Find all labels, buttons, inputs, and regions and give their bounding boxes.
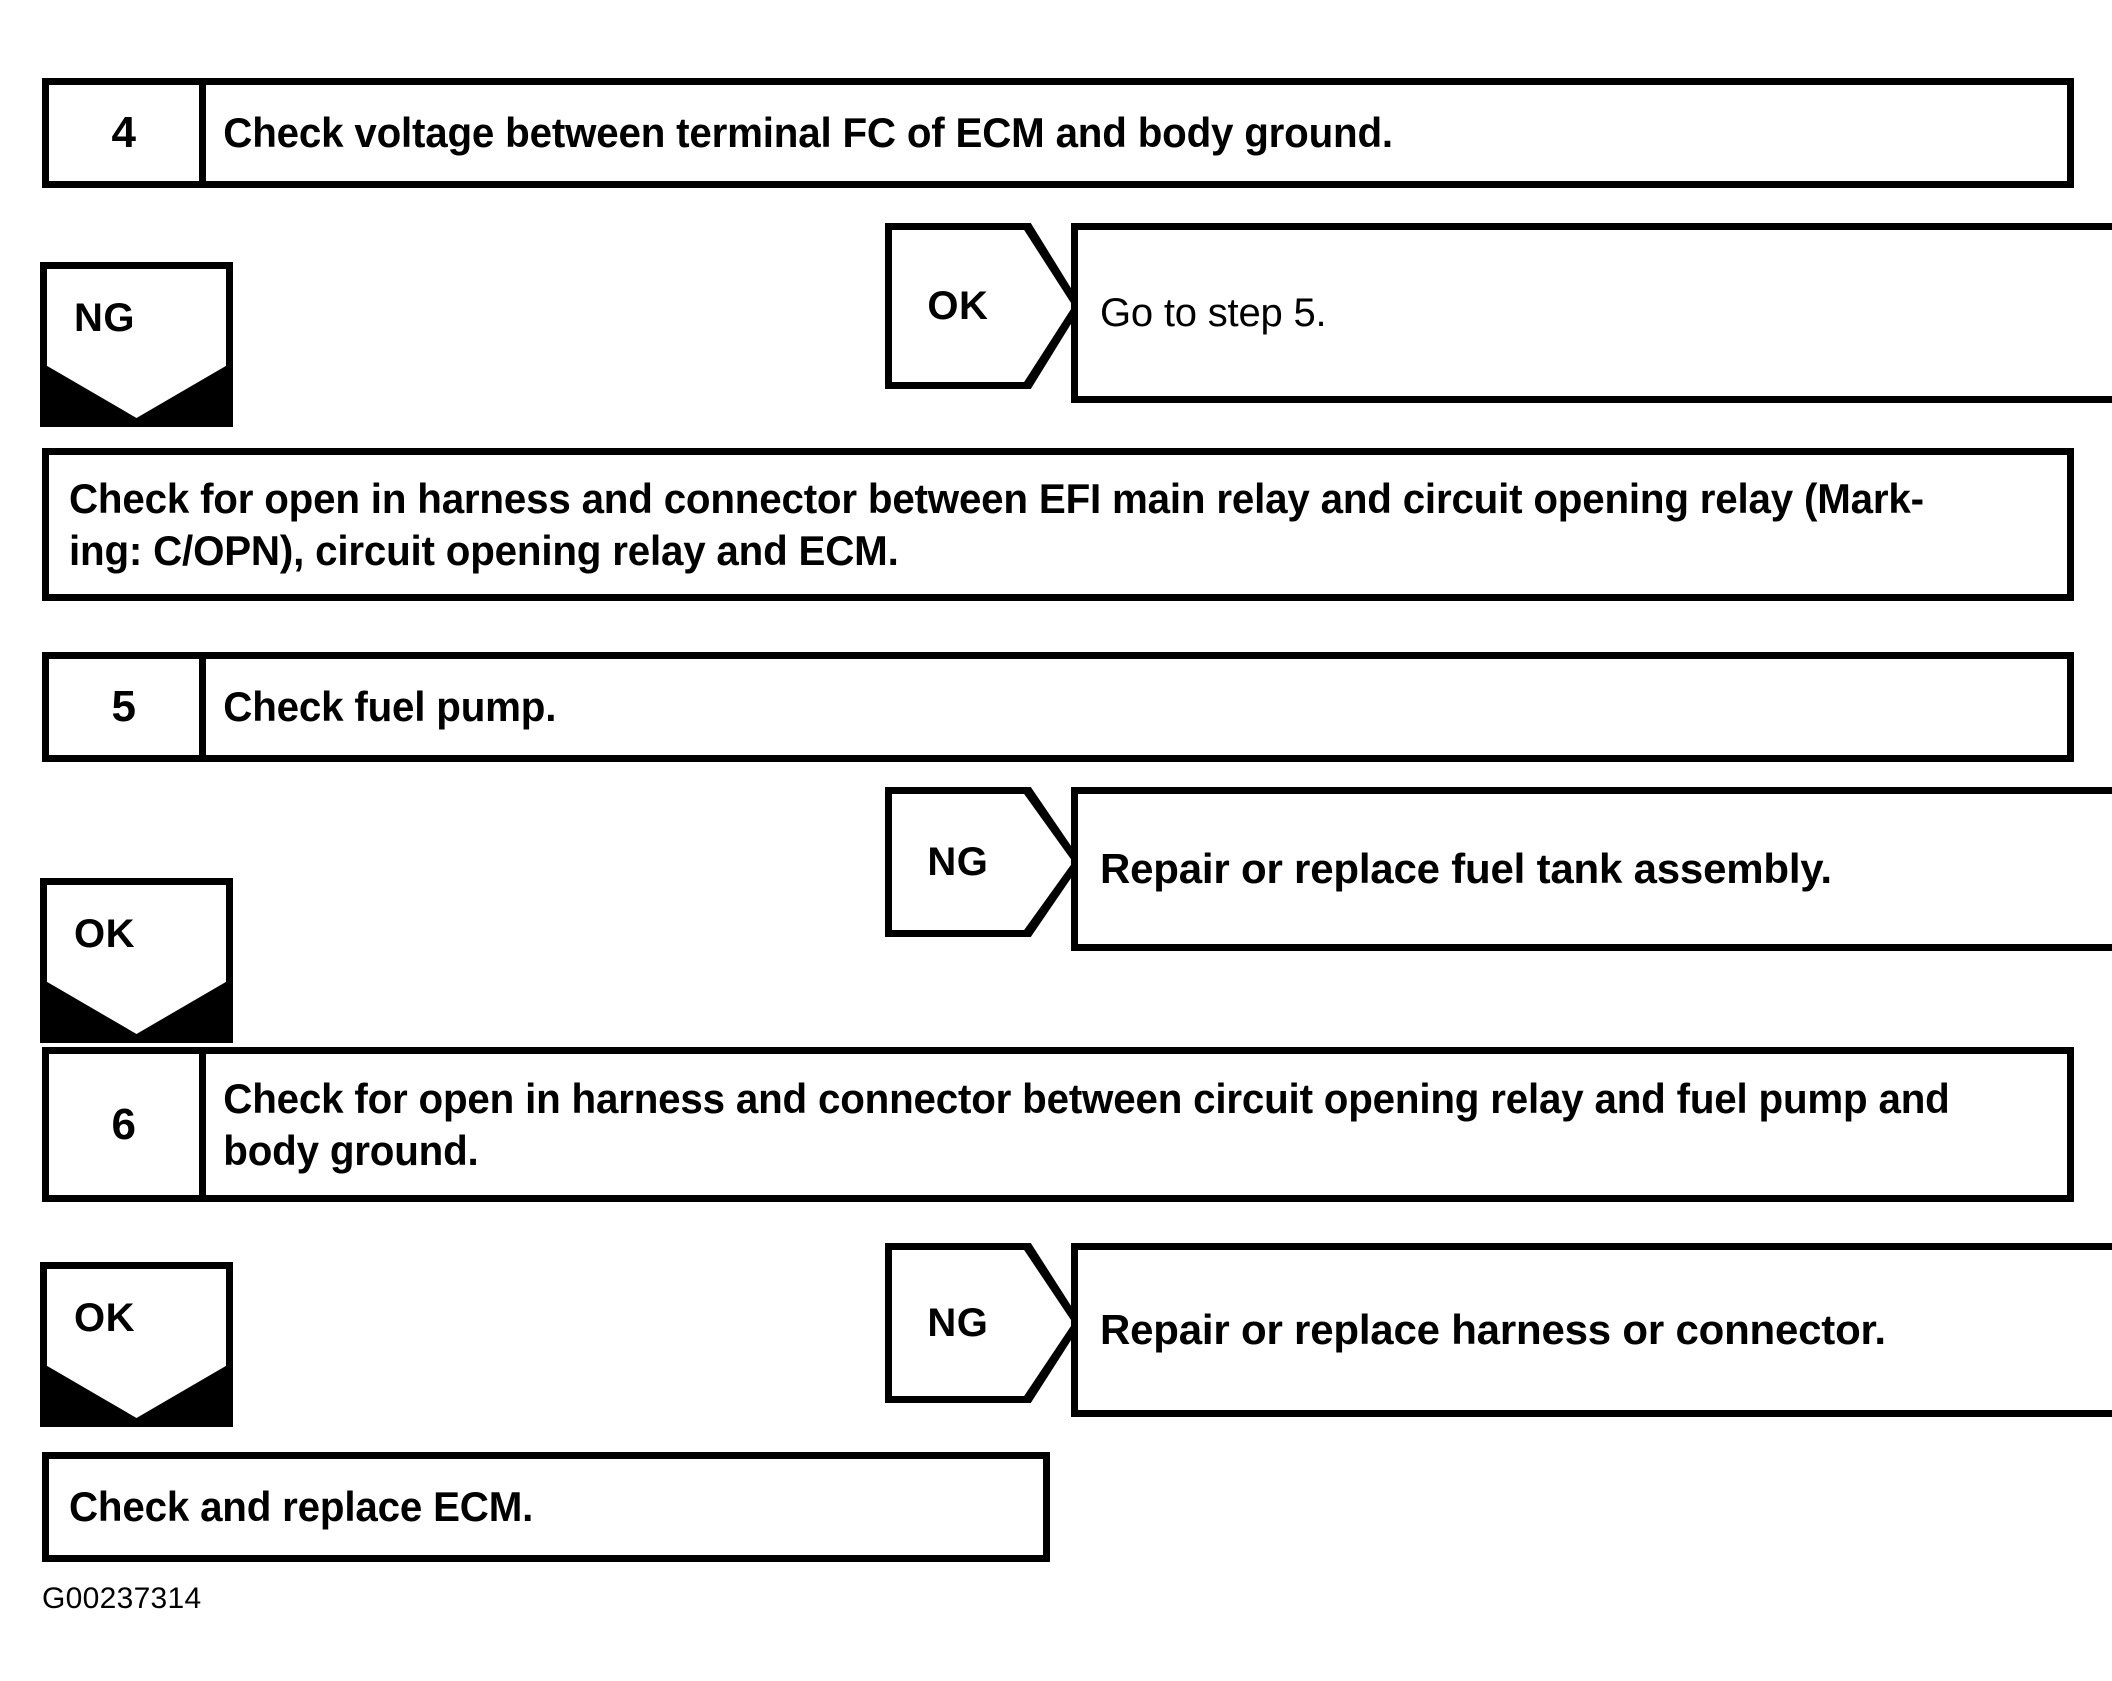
action-line-1: Check for open in harness and connector …	[69, 475, 1924, 523]
action-line-2: ing: C/OPN), circuit opening relay and E…	[69, 526, 899, 574]
result-text: Go to step 5.	[1100, 290, 1327, 335]
branch-ok-down-arrow-2: OK	[40, 878, 233, 1043]
figure-id-caption: G00237314	[42, 1582, 202, 1615]
step-row-6: 6 Check for open in harness and connecto…	[42, 1047, 2074, 1202]
branch-ng-right-arrow-2: NG	[885, 787, 1082, 937]
branch-label-ok-3: OK	[74, 1295, 135, 1340]
action-block-check-open-harness: Check for open in harness and connector …	[42, 448, 2074, 601]
result-text: Repair or replace fuel tank assembly.	[1100, 845, 1832, 892]
branch-ng-down-arrow-1: NG	[40, 262, 233, 427]
branch-label-ng-2: NG	[927, 839, 989, 884]
branch-label-ok-1: OK	[927, 283, 989, 328]
step-number-6: 6	[49, 1054, 206, 1195]
action-block-check-replace-ecm: Check and replace ECM.	[42, 1452, 1050, 1562]
step-number-5: 5	[49, 659, 206, 755]
result-box-repair-harness: Repair or replace harness or connector.	[1071, 1243, 2112, 1417]
branch-ok-down-arrow-3: OK	[40, 1262, 233, 1427]
step-row-4: 4 Check voltage between terminal FC of E…	[42, 78, 2074, 188]
branch-label-ng-3: NG	[927, 1300, 989, 1345]
result-text: Repair or replace harness or connector.	[1100, 1306, 1886, 1353]
result-box-go-to-step-5: Go to step 5.	[1071, 223, 2112, 403]
branch-ok-right-arrow-1: OK	[885, 223, 1082, 389]
step-number-4: 4	[49, 85, 206, 181]
branch-label-ok-2: OK	[74, 911, 135, 956]
action-line-1: Check and replace ECM.	[69, 1483, 534, 1531]
step-title-5: Check fuel pump.	[223, 683, 557, 731]
action-block-text: Check for open in harness and connector …	[69, 473, 1924, 575]
step-row-5: 5 Check fuel pump.	[42, 652, 2074, 762]
branch-label-ng-1: NG	[74, 295, 135, 340]
action-block-text: Check and replace ECM.	[69, 1481, 533, 1532]
result-box-repair-fuel-tank: Repair or replace fuel tank assembly.	[1071, 787, 2112, 951]
branch-ng-right-arrow-3: NG	[885, 1243, 1082, 1403]
step-title-4: Check voltage between terminal FC of ECM…	[223, 109, 1393, 157]
step-title-6: Check for open in harness and connector …	[223, 1075, 1950, 1174]
